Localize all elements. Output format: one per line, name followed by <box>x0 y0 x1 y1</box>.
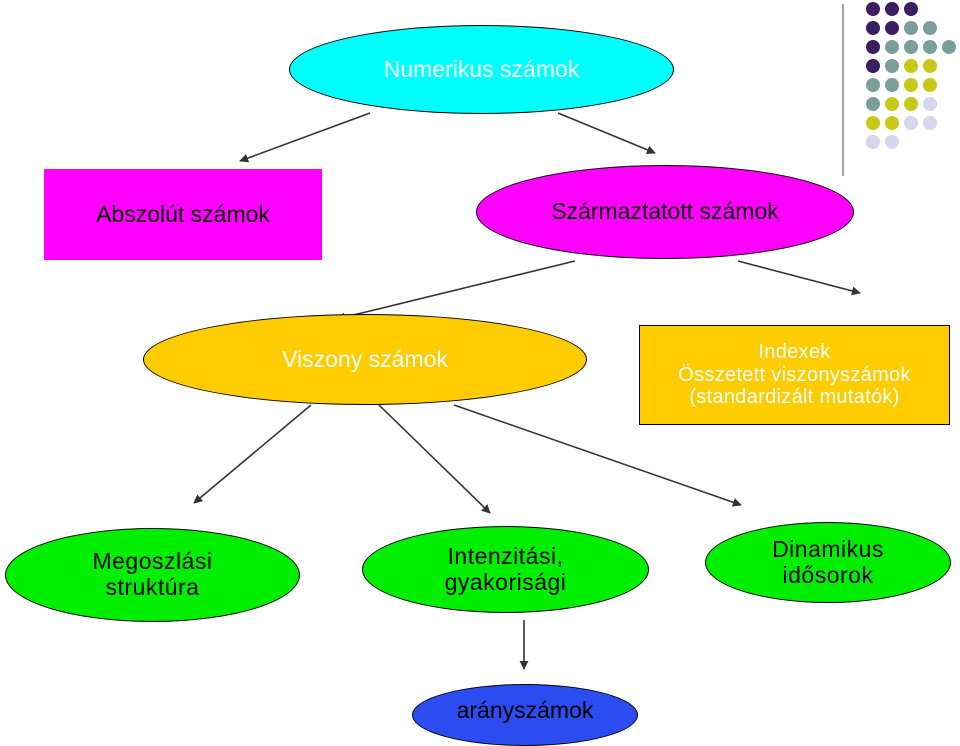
node-label: arányszámok <box>456 697 594 724</box>
node-label: Numerikus számok <box>383 55 580 82</box>
decorative-dot <box>904 59 918 73</box>
decorative-dot <box>885 2 899 16</box>
decorative-dot <box>904 2 918 16</box>
decorative-dot <box>866 97 880 111</box>
node-label-line-2: struktúra <box>105 574 200 600</box>
node-label: Viszony számok <box>282 345 448 372</box>
decorative-dot <box>866 116 880 130</box>
decorative-dot <box>885 135 899 149</box>
decorative-dot <box>942 40 956 54</box>
decorative-dot <box>904 40 918 54</box>
decorative-dot <box>904 116 918 130</box>
decorative-dot <box>885 78 899 92</box>
node-label-line-3: (standardizált mutatók) <box>689 386 900 409</box>
arrow-numerikus-to-abszolut <box>239 112 371 163</box>
node-label-line-2: gyakorisági <box>444 568 567 595</box>
node-intenzitasi-gyakorisagi: Intenzitási, gyakorisági <box>362 526 649 613</box>
node-label-block: Indexek Összetett viszonyszámok (standar… <box>678 341 911 408</box>
node-label-line-1: Intenzitási, <box>447 542 564 569</box>
node-label-line-1: Megoszlási <box>92 548 213 575</box>
node-aranyszamok: arányszámok <box>412 684 638 746</box>
node-viszony-szamok: Viszony számok <box>143 314 587 405</box>
decorative-dot <box>866 135 880 149</box>
decorative-dot <box>885 40 899 54</box>
decorative-dot <box>904 97 918 111</box>
decorative-dot <box>866 78 880 92</box>
node-label: Abszolút számok <box>96 200 270 227</box>
decorative-dot <box>866 21 880 35</box>
decorative-dot <box>923 78 937 92</box>
decorative-dot <box>885 116 899 130</box>
node-label-block: Dinamikus idősorok <box>772 535 884 589</box>
decorative-dot <box>923 59 937 73</box>
decorative-dot <box>923 40 937 54</box>
arrow-numerikus-to-szarmaztatott <box>557 112 656 155</box>
decorative-dot <box>885 59 899 73</box>
node-indexek: Indexek Összetett viszonyszámok (standar… <box>639 325 950 425</box>
decorative-dot <box>885 21 899 35</box>
decorative-dot <box>866 59 880 73</box>
node-dinamikus-idosorok: Dinamikus idősorok <box>705 522 951 603</box>
node-label-line-1: Indexek <box>758 341 831 364</box>
decorative-dot <box>866 40 880 54</box>
decorative-dot <box>923 97 937 111</box>
node-megoszlasi-struktura: Megoszlási struktúra <box>5 528 300 622</box>
node-label-line-1: Dinamikus <box>772 535 884 562</box>
node-szarmaztatott-szamok: Származtatott számok <box>476 165 854 259</box>
arrow-viszony-to-dinamikus <box>453 404 742 507</box>
node-label: Származtatott számok <box>551 198 779 225</box>
node-label-block: Megoszlási struktúra <box>92 548 213 601</box>
arrow-viszony-to-megoszlasi <box>193 404 312 504</box>
node-label-block: Intenzitási, gyakorisági <box>444 542 567 596</box>
decorative-dot <box>904 78 918 92</box>
arrow-viszony-to-intenzitasi <box>378 404 491 514</box>
node-label-line-2: idősorok <box>782 561 874 588</box>
node-label-line-2: Összetett viszonyszámok <box>678 363 911 386</box>
decorative-dot <box>866 2 880 16</box>
arrow-szarmaztatott-to-viszony <box>336 260 576 322</box>
arrow-szarmaztatott-to-indexek <box>737 260 861 296</box>
node-abszolut-szamok: Abszolút számok <box>44 169 322 260</box>
decorative-dot <box>904 21 918 35</box>
decorative-dot <box>885 97 899 111</box>
decorative-dot <box>923 21 937 35</box>
node-numerikus-szamok: Numerikus számok <box>289 25 674 114</box>
decorative-dot <box>923 116 937 130</box>
